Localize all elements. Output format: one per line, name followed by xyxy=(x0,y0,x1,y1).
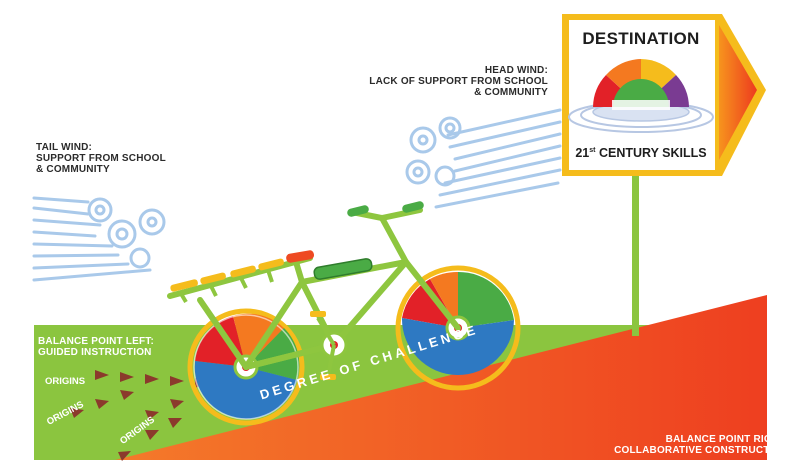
tail-wind-line: TAIL WIND: xyxy=(36,142,93,153)
skills-number: 21 xyxy=(575,146,590,160)
tail-wind-line: SUPPORT FROM SCHOOL xyxy=(36,153,166,164)
balance-point-right-label: BALANCE POINT RIGHT: COLLABORATIVE CONST… xyxy=(540,434,788,456)
head-wind-icon xyxy=(405,108,562,209)
head-wind-line: LACK OF SUPPORT FROM SCHOOL xyxy=(369,76,548,87)
balance-right-line: BALANCE POINT RIGHT: xyxy=(665,434,788,445)
bicycle-icon xyxy=(167,201,521,426)
tail-wind-label: TAIL WIND: SUPPORT FROM SCHOOL & COMMUNI… xyxy=(36,142,236,175)
head-wind-line: HEAD WIND: xyxy=(484,65,548,76)
orange-slope xyxy=(115,295,767,460)
head-wind-line: & COMMUNITY xyxy=(474,87,548,98)
balance-point-left-label: BALANCE POINT LEFT: GUIDED INSTRUCTION xyxy=(38,336,218,358)
tail-wind-line: & COMMUNITY xyxy=(36,164,110,175)
balance-left-line: BALANCE POINT LEFT: xyxy=(38,336,155,347)
rainbow-arc-icon xyxy=(568,59,714,133)
origins-label: ORIGINS xyxy=(45,376,86,387)
head-wind-label: HEAD WIND: LACK OF SUPPORT FROM SCHOOL &… xyxy=(358,65,548,98)
handlebar-grip xyxy=(347,205,369,217)
balance-left-line: GUIDED INSTRUCTION xyxy=(38,347,152,358)
handlebar-grip xyxy=(402,201,424,213)
top-tube-bar xyxy=(313,258,373,280)
destination-sign-icon xyxy=(562,14,766,336)
bike-crank xyxy=(310,311,348,380)
destination-title: DESTINATION xyxy=(582,29,700,48)
balance-right-line: COLLABORATIVE CONSTRUCTION xyxy=(614,445,788,456)
rear-rack xyxy=(178,269,274,304)
rack-pads xyxy=(170,258,284,292)
skills-text: CENTURY SKILLS xyxy=(595,146,707,160)
skills-label: 21st CENTURY SKILLS xyxy=(567,146,715,160)
bike-seat xyxy=(286,250,315,263)
skills-suffix: st xyxy=(589,147,596,154)
front-wheel xyxy=(395,265,521,391)
tail-wind-icon xyxy=(32,196,166,282)
origin-arrows xyxy=(70,370,234,461)
